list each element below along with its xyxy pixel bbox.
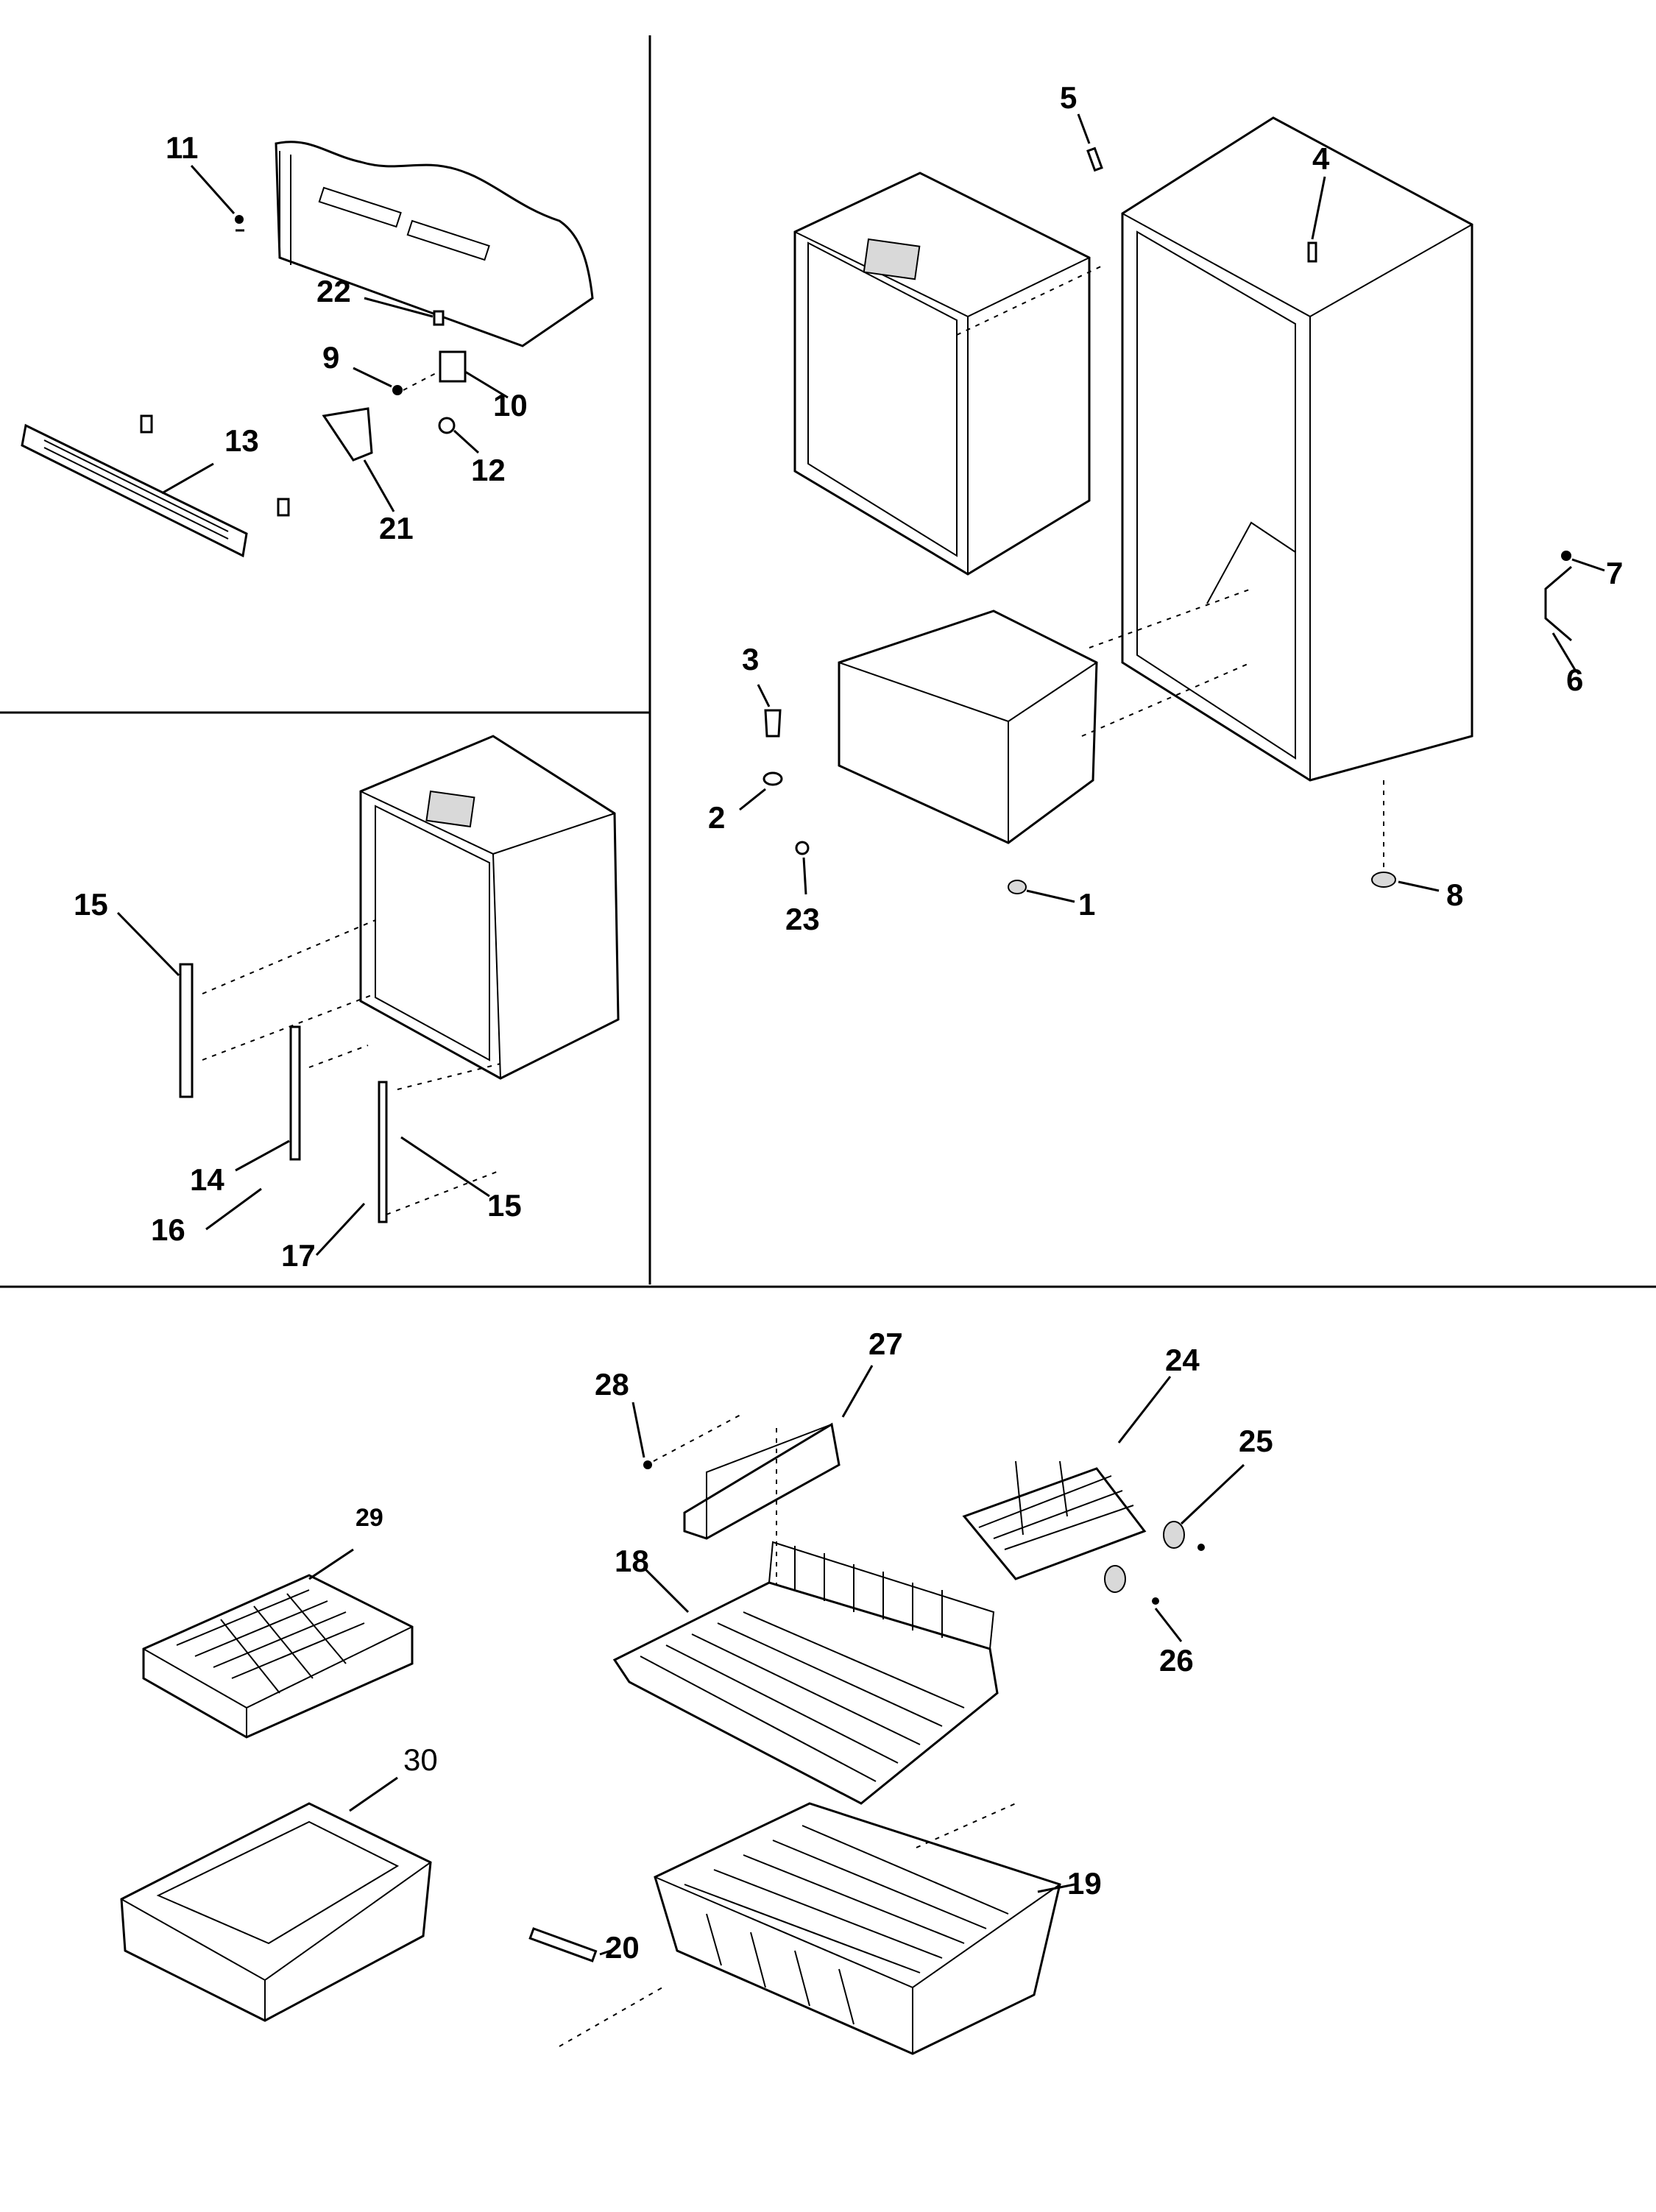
washer-12 (438, 417, 456, 434)
callout-28: 28 (595, 1367, 629, 1402)
wheel-26 (1104, 1565, 1126, 1593)
callout-12: 12 (471, 453, 506, 487)
part-5 (1086, 146, 1103, 172)
callout-13: 13 (224, 423, 259, 458)
rail-20 (528, 1927, 598, 1962)
callout-23: 23 (785, 902, 820, 936)
part-1 (1008, 880, 1027, 894)
ice-bin-30 (120, 1802, 432, 2022)
wire-shelf-18 (612, 1581, 999, 1805)
part-2 (762, 771, 783, 786)
wire-basket-19 (654, 1802, 1061, 2055)
callout-30: 30 (403, 1742, 438, 1777)
callout-15-left: 15 (74, 887, 108, 922)
callout-26: 26 (1159, 1643, 1194, 1678)
callout-17: 17 (281, 1238, 316, 1273)
callout-14: 14 (190, 1162, 224, 1197)
lower-pan (838, 609, 1098, 844)
callout-24: 24 (1165, 1343, 1200, 1377)
wheel-25 (1163, 1521, 1185, 1549)
part-3 (764, 709, 782, 738)
callout-27: 27 (868, 1326, 903, 1361)
screw-9 (392, 385, 403, 395)
outer-cabinet (1121, 116, 1473, 782)
ice-tray-29 (142, 1574, 414, 1739)
accessories-panel (120, 1365, 1245, 2055)
callout-5: 5 (1060, 80, 1078, 115)
callout-29: 29 (355, 1504, 383, 1532)
divider-27 (683, 1422, 841, 1540)
upper-liner (793, 172, 1091, 576)
part-4 (1307, 241, 1317, 263)
part-8 (1371, 872, 1396, 888)
callout-15-right: 15 (487, 1188, 522, 1223)
part-6 (1544, 565, 1572, 642)
callout-9: 9 (322, 340, 340, 375)
rack-24 (962, 1467, 1147, 1580)
support-14 (289, 1025, 301, 1161)
cabinet-panel (739, 113, 1605, 903)
callout-1: 1 (1078, 887, 1096, 922)
screw-22 (433, 310, 445, 326)
callout-3: 3 (742, 642, 760, 676)
callout-19: 19 (1067, 1866, 1102, 1901)
toe-grille-panel (21, 141, 594, 558)
clip-right (277, 498, 290, 517)
callout-18: 18 (615, 1544, 649, 1578)
section-dividers (0, 35, 1656, 1288)
clip-left (140, 414, 153, 434)
liner-housing (425, 790, 475, 828)
callout-6: 6 (1566, 662, 1584, 697)
support-15b (378, 1081, 388, 1223)
cabinet-bottom-cutaway (275, 141, 594, 347)
callout-21: 21 (379, 511, 414, 545)
part-7 (1561, 551, 1571, 561)
part-23 (795, 841, 810, 855)
callout-10: 10 (493, 388, 528, 423)
callout-8: 8 (1446, 877, 1464, 912)
callout-4: 4 (1312, 141, 1330, 176)
screw-28 (643, 1460, 652, 1469)
callout-25: 25 (1239, 1424, 1273, 1458)
callout-20: 20 (605, 1930, 640, 1965)
liner-support-panel (116, 735, 620, 1257)
callout-16: 16 (151, 1212, 185, 1247)
callout-11: 11 (166, 130, 199, 165)
deflector-21 (322, 407, 373, 462)
callout-2: 2 (708, 800, 726, 835)
bracket-10 (439, 350, 467, 383)
upper-liner-housing (863, 238, 921, 280)
support-15a (179, 963, 194, 1098)
screw-11 (235, 215, 244, 224)
callout-22: 22 (316, 274, 351, 308)
callout-7: 7 (1606, 556, 1624, 590)
toe-grille-13 (21, 423, 248, 558)
